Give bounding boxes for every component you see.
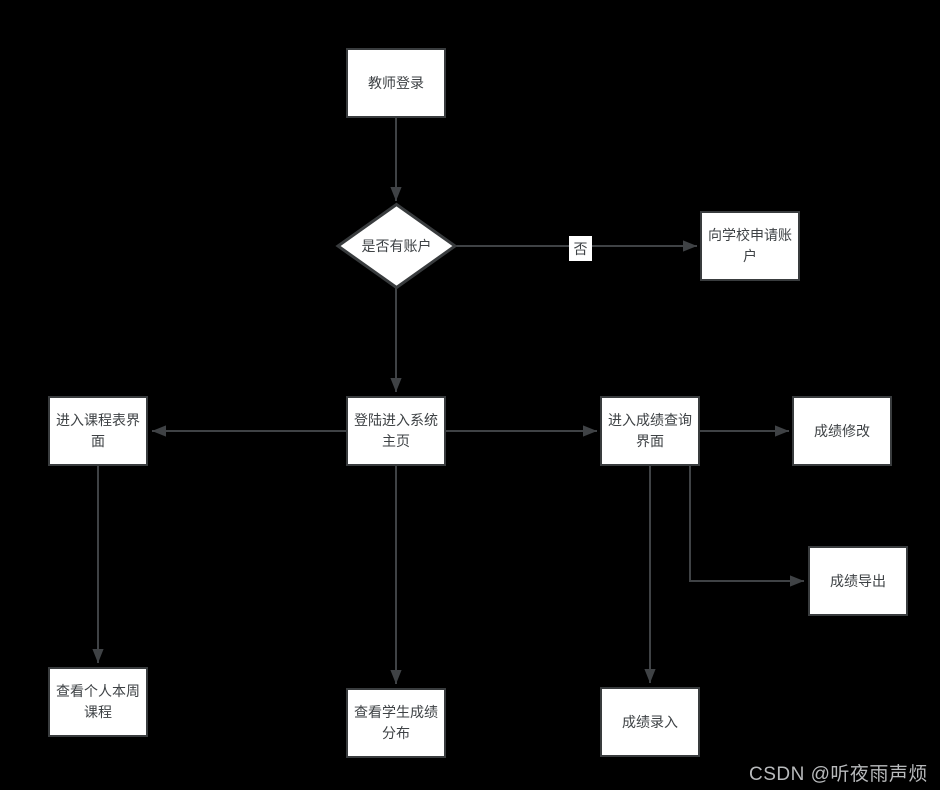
- node-course-table: 进入课程表界面: [48, 396, 148, 466]
- node-label: 查看学生成绩分布: [354, 704, 438, 741]
- node-grade-edit: 成绩修改: [792, 396, 892, 466]
- watermark-text: CSDN @听夜雨声烦: [749, 764, 928, 785]
- edge-label-no: 否: [569, 236, 592, 261]
- node-grade-entry: 成绩录入: [600, 687, 700, 757]
- node-label: 成绩录入: [622, 713, 678, 730]
- node-apply-account: 向学校申请账户: [700, 211, 800, 281]
- node-label: 成绩导出: [830, 572, 886, 589]
- node-teacher-login: 教师登录: [346, 48, 446, 118]
- node-label: 进入课程表界面: [56, 412, 140, 449]
- node-grade-distribution: 查看学生成绩分布: [346, 688, 446, 758]
- node-label: 进入成绩查询界面: [608, 412, 692, 449]
- node-label: 是否有账户: [361, 238, 432, 254]
- node-weekly-course: 查看个人本周课程: [48, 667, 148, 737]
- decision-diamond-shape: [335, 202, 458, 290]
- node-label: 登陆进入系统主页: [354, 412, 438, 449]
- node-has-account: 是否有账户: [338, 236, 455, 257]
- watermark: CSDN @听夜雨声烦: [749, 759, 928, 786]
- node-grade-query: 进入成绩查询界面: [600, 396, 700, 466]
- node-label: 查看个人本周课程: [56, 683, 140, 720]
- node-label: 教师登录: [368, 74, 424, 91]
- node-label: 成绩修改: [814, 422, 870, 439]
- node-system-home: 登陆进入系统主页: [346, 396, 446, 466]
- edge-grade-query-to-grade-export: [689, 466, 804, 587]
- node-label: 向学校申请账户: [708, 227, 792, 264]
- node-grade-export: 成绩导出: [808, 546, 908, 616]
